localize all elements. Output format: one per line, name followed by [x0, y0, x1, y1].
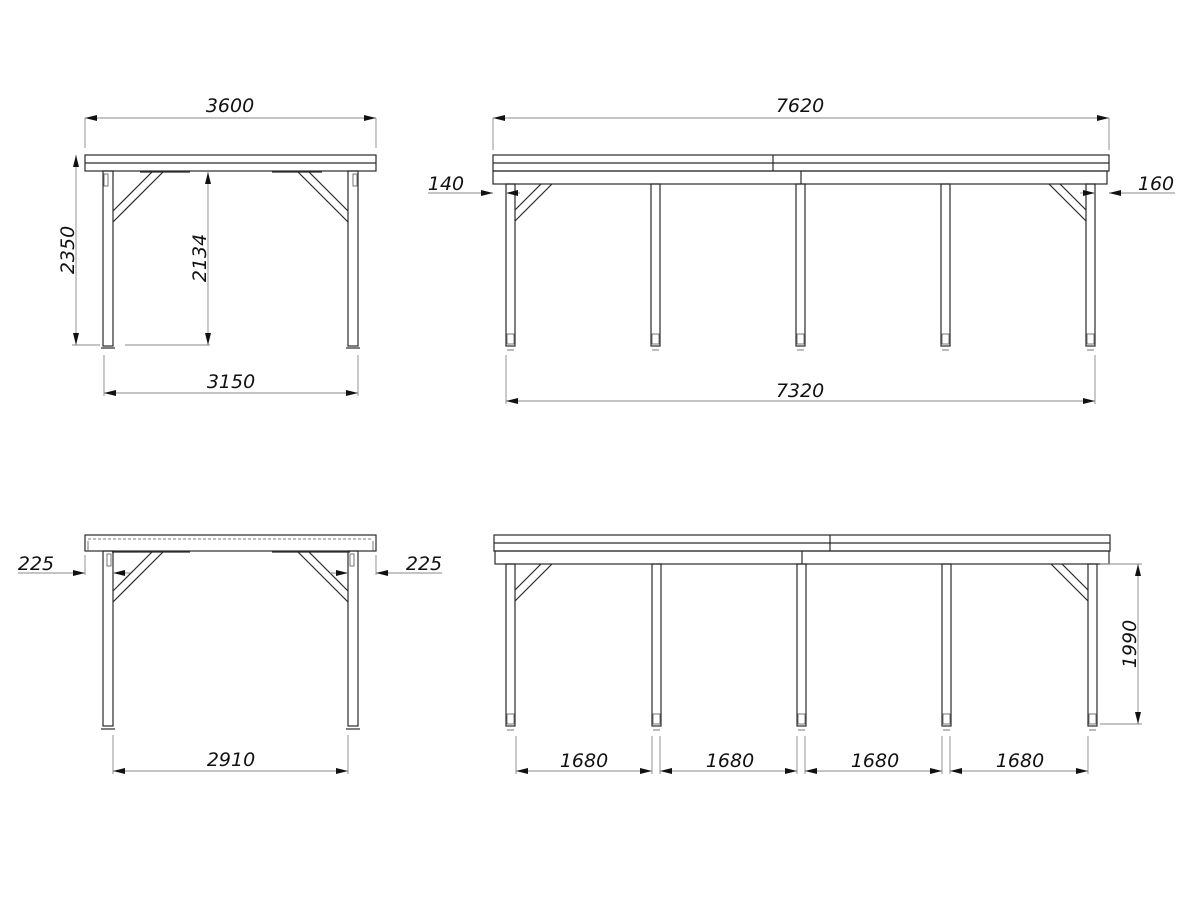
dim-2910: 2910 [207, 749, 255, 771]
dim-225-right: 225 [406, 553, 442, 575]
dim-bay-1: 1680 [560, 750, 608, 772]
leg-right [347, 170, 359, 347]
end-view-bottom: 225 225 2910 [18, 534, 442, 774]
side-view-bottom: 1990 1680 1680 1680 1680 [493, 534, 1142, 774]
side-view-top: 7620 140 160 7320 [428, 95, 1175, 404]
dim-160: 160 [1138, 173, 1174, 195]
dim-bay-3: 1680 [851, 750, 899, 772]
end-view-top: 3600 2350 2134 3150 [57, 95, 377, 396]
dim-2134: 2134 [189, 234, 211, 282]
dim-bay-4: 1680 [996, 750, 1044, 772]
dim-225-left: 225 [18, 553, 54, 575]
dim-2350: 2350 [57, 226, 79, 274]
tabletop [84, 534, 377, 552]
dim-7320: 7320 [776, 380, 824, 402]
leg-left [102, 170, 114, 347]
dim-140: 140 [428, 173, 464, 195]
dim-bay-2: 1680 [706, 750, 754, 772]
dim-1990: 1990 [1119, 620, 1141, 668]
leg-right [347, 550, 359, 727]
apron [492, 170, 1108, 185]
dim-3150: 3150 [207, 371, 255, 393]
dim-7620: 7620 [776, 95, 824, 117]
dim-3600: 3600 [206, 95, 254, 117]
leg-left [102, 550, 114, 727]
